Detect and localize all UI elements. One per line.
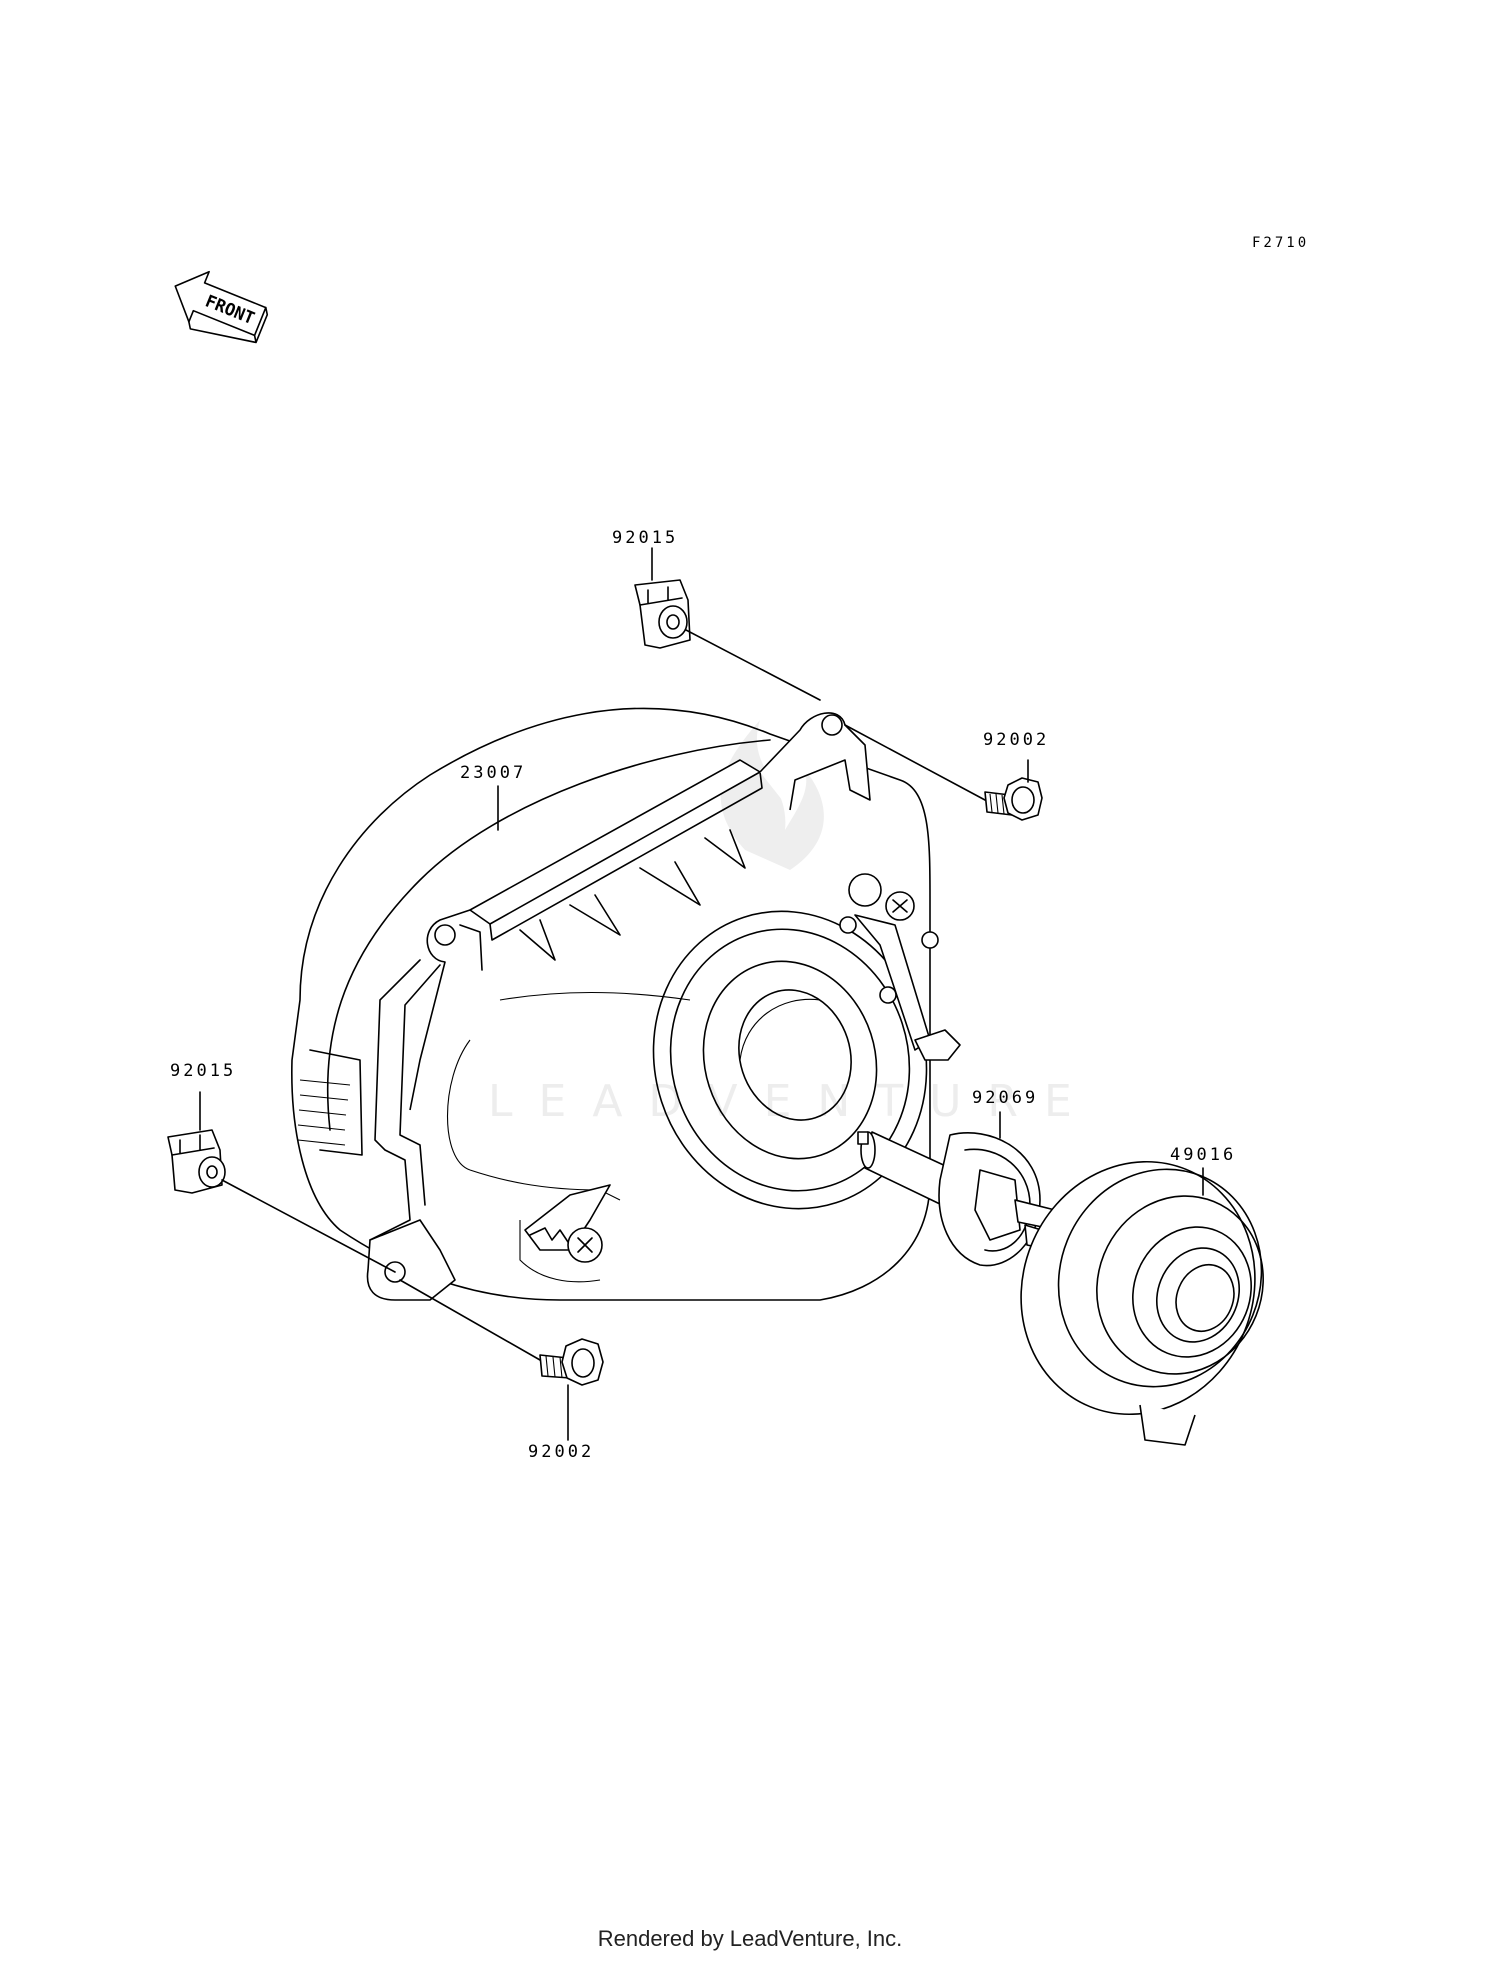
part-label-92015-upper: 92015 <box>612 528 678 548</box>
figure-code: F2710 <box>1252 235 1309 251</box>
clip-nut-left <box>167 1129 226 1194</box>
watermark: LEADVENTURE <box>488 1076 1098 1127</box>
socket-cover <box>1020 1160 1264 1446</box>
part-label-92002-upper-right: 92002 <box>983 730 1049 750</box>
adjuster-lower-icon <box>524 1184 611 1263</box>
part-label-92069: 92069 <box>972 1088 1038 1108</box>
headlight-housing <box>291 707 961 1301</box>
front-arrow-icon: FRONT <box>174 270 269 344</box>
part-label-92002-lower: 92002 <box>528 1442 594 1462</box>
bolt-lower <box>539 1338 604 1386</box>
part-label-92015-left: 92015 <box>170 1061 236 1081</box>
part-label-49016: 49016 <box>1170 1145 1236 1165</box>
part-label-23007: 23007 <box>460 763 526 783</box>
footer-credit: Rendered by LeadVenture, Inc. <box>597 1926 903 1951</box>
bolt-upper-right <box>984 777 1043 821</box>
adjuster-upper-icon <box>839 873 961 1061</box>
bulb <box>857 1131 1061 1267</box>
clip-nut-upper <box>634 579 691 649</box>
flame-watermark-icon <box>720 720 824 870</box>
